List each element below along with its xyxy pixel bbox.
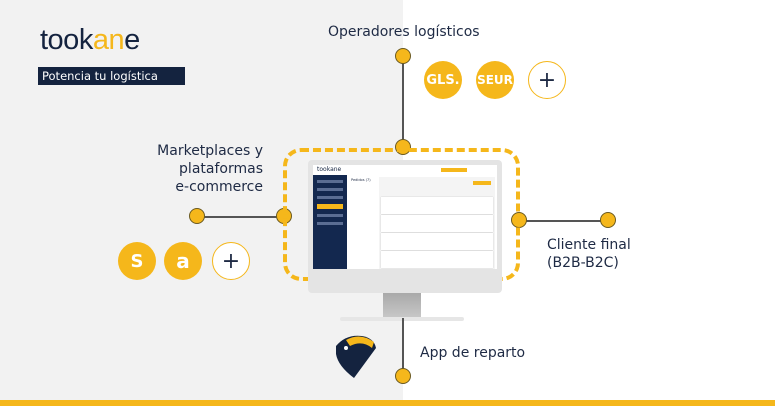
label-line: Cliente final xyxy=(547,237,631,253)
label-line: plataformas xyxy=(179,161,263,177)
bottom-accent-bar xyxy=(0,400,775,406)
order-card xyxy=(381,251,493,268)
shopify-icon: S xyxy=(118,242,156,280)
connector-dot xyxy=(395,368,411,384)
monitor-screen: tookane Pedidos (7) xyxy=(313,165,497,269)
label-line: (B2B-B2C) xyxy=(547,255,619,271)
label-line: e-commerce xyxy=(175,179,263,195)
connector-dot xyxy=(189,208,205,224)
screen-logo: tookane xyxy=(317,166,342,173)
connector-top xyxy=(402,56,404,148)
connector-right xyxy=(519,220,608,222)
toucan-app-icon xyxy=(336,335,376,378)
delivery-app-label: App de reparto xyxy=(420,345,526,361)
connector-dot xyxy=(395,48,411,64)
connector-dot xyxy=(600,212,616,228)
more-platforms-icon: + xyxy=(212,242,250,280)
gls-logo: GLS. xyxy=(424,61,462,99)
order-card xyxy=(381,215,493,232)
screen-button xyxy=(441,168,467,172)
screen-sidebar xyxy=(313,175,347,269)
connector-bottom xyxy=(402,318,404,376)
screen-title: Pedidos (7) xyxy=(351,178,371,182)
carriers-label: Operadores logísticos xyxy=(328,24,480,40)
label-line: Marketplaces y xyxy=(157,143,263,159)
client-label: Cliente final (B2B-B2C) xyxy=(547,236,631,272)
connector-left xyxy=(197,216,283,218)
amazon-icon: a xyxy=(164,242,202,280)
seur-logo: SEUR xyxy=(476,61,514,99)
more-carriers-icon: + xyxy=(528,61,566,99)
tookane-logo: tookane xyxy=(40,24,140,56)
monitor-stand xyxy=(383,293,421,318)
tagline: Potencia tu logística xyxy=(38,67,185,85)
order-card xyxy=(381,197,493,214)
order-card xyxy=(381,233,493,250)
marketplaces-label: Marketplaces y plataformas e-commerce xyxy=(120,142,263,196)
